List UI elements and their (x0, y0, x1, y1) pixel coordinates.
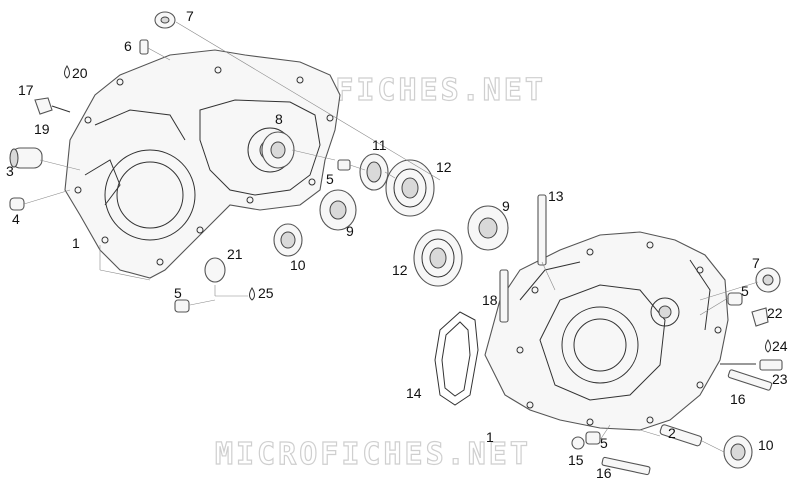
pin-part-2 (659, 424, 703, 447)
fitting-part-17 (34, 97, 71, 115)
callout-9: 9 (346, 223, 354, 239)
callout-14: 14 (406, 385, 422, 401)
callout-17: 17 (18, 82, 34, 98)
callout-1: 1 (72, 235, 80, 251)
callout-7: 7 (752, 255, 760, 271)
callout-1: 1 (486, 429, 494, 445)
callout-5: 5 (600, 435, 608, 451)
seal-part-7-top (154, 11, 176, 29)
bearing-part-9-left (319, 189, 357, 231)
oil-drop-icon (64, 65, 70, 79)
callout-11: 11 (372, 137, 387, 153)
pin-part-6 (139, 39, 149, 55)
bolt-part-16-right (727, 369, 773, 391)
pin-part-5-lower (174, 299, 190, 313)
callout-12: 12 (436, 159, 452, 175)
leader-lines (23, 21, 759, 453)
bushing-part-3 (9, 147, 43, 169)
callout-20: 20 (72, 65, 88, 81)
callout-10: 10 (758, 437, 774, 453)
gasket (434, 311, 479, 406)
seal-part-10-left (273, 223, 303, 257)
oil-drop-icon (249, 287, 255, 301)
callout-23: 23 (772, 371, 788, 387)
callout-5: 5 (174, 285, 182, 301)
callout-16: 16 (596, 465, 612, 481)
callout-24: 24 (772, 338, 788, 354)
bracket-part-22 (751, 307, 769, 327)
callout-7: 7 (186, 8, 194, 24)
callout-labels: 7 6 20 17 19 3 4 1 8 11 12 5 9 10 21 25 … (6, 8, 788, 481)
stud-part-13 (537, 194, 547, 266)
callout-15: 15 (568, 452, 584, 468)
callout-22: 22 (767, 305, 783, 321)
bushing-part-4 (9, 197, 25, 211)
callout-16: 16 (730, 391, 746, 407)
bearing-part-9-right (467, 205, 509, 251)
seal-part-7-right (755, 267, 781, 293)
bolt-part-16-bottom (601, 456, 651, 476)
watermark-bottom: MICROFICHES.NET (215, 437, 531, 472)
callout-19: 19 (34, 121, 50, 137)
oil-drop-icon (765, 339, 771, 353)
callout-4: 4 (12, 211, 20, 227)
callout-25: 25 (258, 285, 274, 301)
pin-part-5-right (727, 292, 743, 306)
callout-10: 10 (290, 257, 306, 273)
callout-18: 18 (482, 292, 498, 308)
callout-21: 21 (227, 246, 243, 262)
pin-part-5-upper (337, 159, 351, 171)
stud-part-18 (499, 269, 509, 323)
callout-9: 9 (502, 198, 510, 214)
bearing-part-12-lower (413, 229, 463, 287)
washer-part-15 (571, 436, 585, 450)
ring-part-21 (204, 257, 226, 283)
callout-5: 5 (326, 171, 334, 187)
seal-part-10-right (723, 435, 753, 469)
callout-5: 5 (741, 283, 749, 299)
callout-12: 12 (392, 262, 408, 278)
bearing-part-8 (261, 131, 295, 169)
pin-part-5-bottom (585, 431, 601, 445)
left-crankcase-half (64, 49, 341, 279)
seal-part-11 (359, 153, 389, 191)
callout-8: 8 (275, 111, 283, 127)
bolt-part-23 (720, 359, 783, 371)
callout-3: 3 (6, 163, 14, 179)
callout-2: 2 (668, 425, 676, 441)
callout-6: 6 (124, 38, 132, 54)
callout-13: 13 (548, 188, 564, 204)
bearing-part-12-top (385, 159, 435, 217)
right-crankcase-half (484, 231, 729, 431)
